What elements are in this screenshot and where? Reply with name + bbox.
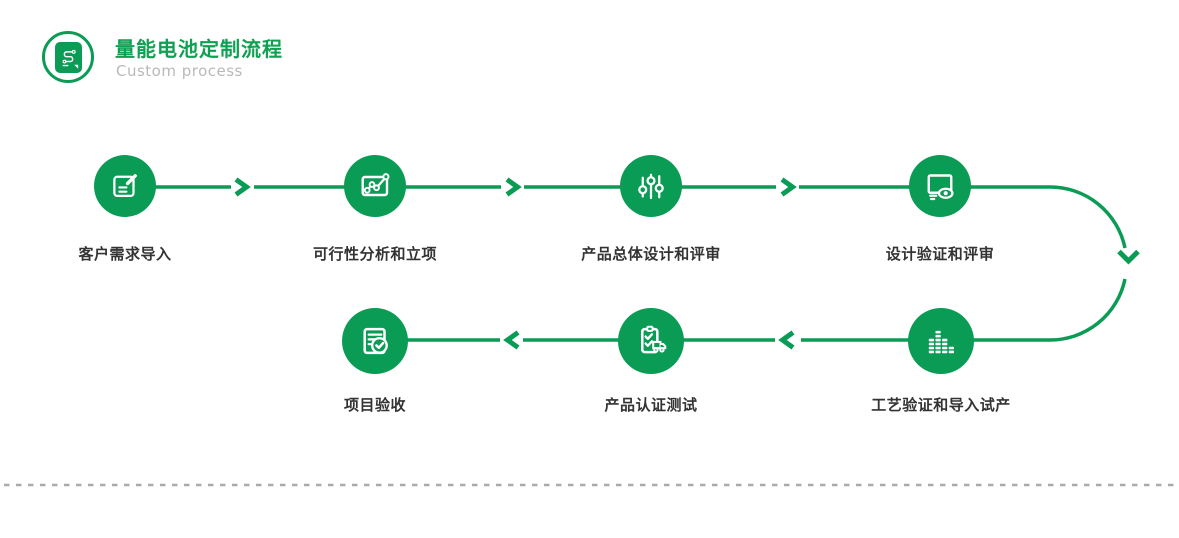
flow-node-design-verification	[909, 155, 971, 217]
chevron-down-icon	[1117, 249, 1140, 265]
page-title: 量能电池定制流程	[115, 37, 283, 61]
chevron-right-icon	[780, 177, 797, 197]
chevron-left-icon	[503, 330, 520, 350]
equalizer-bars-icon	[928, 330, 954, 354]
step-label: 产品认证测试	[604, 396, 698, 414]
page-subtitle: Custom process	[116, 62, 243, 80]
flow-node-feasibility-analysis	[344, 155, 406, 217]
flow-node-certification-testing	[618, 308, 684, 374]
document-approved-icon	[363, 327, 388, 355]
brand-logo-circle	[42, 31, 94, 83]
monitor-eye-icon	[927, 174, 954, 201]
chevron-right-icon	[505, 177, 522, 197]
chart-analysis-icon	[361, 173, 390, 197]
certification-checklist-truck-icon	[641, 325, 667, 354]
step-label: 可行性分析和立项	[312, 245, 438, 263]
step-label: 项目验收	[343, 396, 407, 414]
flow-node-process-verification	[908, 308, 974, 374]
sliders-icon	[638, 173, 664, 200]
flow-node-customer-requirements	[94, 155, 156, 217]
step-label: 产品总体设计和评审	[581, 245, 721, 263]
edit-note-icon	[113, 174, 137, 198]
process-route-document-icon	[54, 41, 82, 73]
step-label: 工艺验证和导入试产	[871, 396, 1011, 414]
step-label: 客户需求导入	[78, 245, 172, 263]
step-label: 设计验证和评审	[885, 245, 995, 263]
chevron-right-icon	[234, 177, 251, 197]
chevron-left-icon	[778, 330, 795, 350]
flow-node-project-acceptance	[342, 308, 408, 374]
flow-node-overall-design	[620, 155, 682, 217]
